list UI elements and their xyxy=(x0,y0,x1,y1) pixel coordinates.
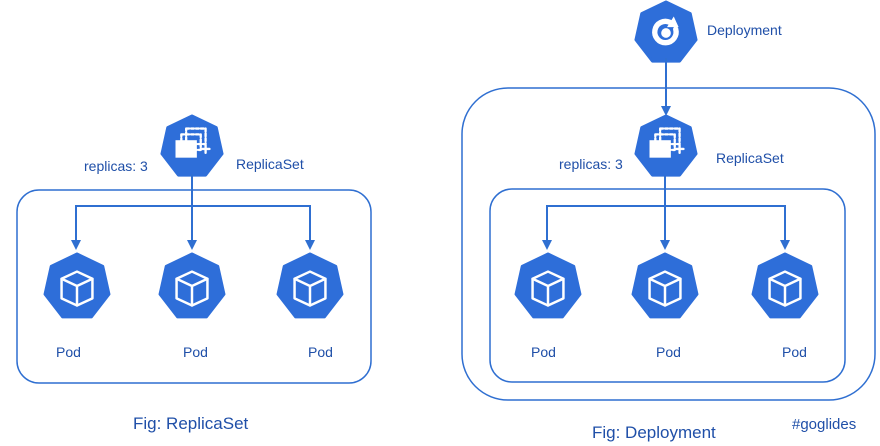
right-pod-1-label: Pod xyxy=(531,344,556,360)
replicaset-figure: replicas: 3 ReplicaSet Pod Pod Pod Fig: … xyxy=(16,114,372,433)
right-replicas-label: replicas: 3 xyxy=(559,156,623,172)
deployment-figure: Deployment replicas: 3 ReplicaSet Pod Po… xyxy=(461,2,876,442)
replicaset-icon xyxy=(160,114,224,177)
watermark: #goglides xyxy=(792,416,856,433)
deployment-label: Deployment xyxy=(707,22,782,38)
pod-icon xyxy=(43,252,111,319)
deployment-icon xyxy=(636,2,696,61)
right-pod-2-label: Pod xyxy=(656,344,681,360)
right-replicaset-container xyxy=(489,188,846,383)
left-replicas-label: replicas: 3 xyxy=(84,158,148,174)
replicaset-icon xyxy=(634,114,698,177)
right-pod-3-label: Pod xyxy=(782,344,807,360)
right-replicaset-label: ReplicaSet xyxy=(716,150,784,166)
pod-icon xyxy=(158,252,226,319)
pod-icon xyxy=(631,252,699,319)
pod-icon xyxy=(751,252,819,319)
pod-icon xyxy=(276,252,344,319)
pod-icon xyxy=(514,252,582,319)
replicaset-container xyxy=(16,189,372,384)
deployment-container xyxy=(461,87,876,401)
right-caption: Fig: Deployment xyxy=(592,423,716,442)
left-pod-1-label: Pod xyxy=(56,344,81,360)
left-caption: Fig: ReplicaSet xyxy=(133,414,249,433)
left-pod-3-label: Pod xyxy=(308,344,333,360)
left-pod-2-label: Pod xyxy=(183,344,208,360)
left-replicaset-label: ReplicaSet xyxy=(236,156,304,172)
